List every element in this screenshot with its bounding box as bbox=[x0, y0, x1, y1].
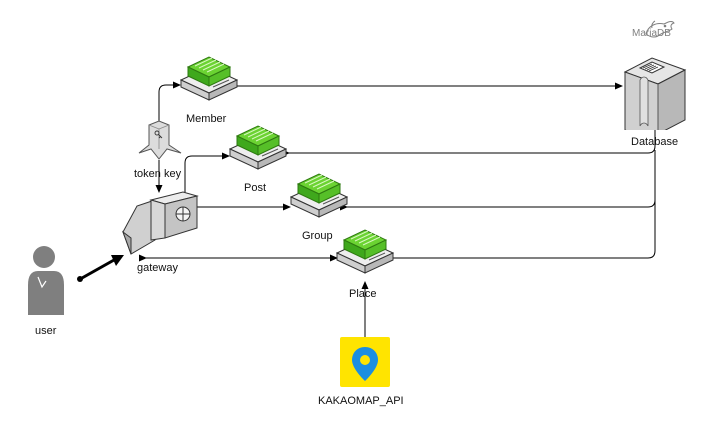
key-icon bbox=[138, 120, 182, 160]
user-gateway-connector bbox=[77, 255, 124, 282]
kakaomap-api-label: KAKAOMAP_API bbox=[318, 395, 404, 407]
token-key-node[interactable] bbox=[137, 119, 183, 168]
map-pin-icon bbox=[340, 337, 390, 387]
kakaomap-api-node[interactable] bbox=[340, 337, 390, 392]
member-label: Member bbox=[186, 113, 227, 125]
place-label: Place bbox=[349, 288, 377, 300]
user-node[interactable] bbox=[26, 245, 66, 320]
gateway-icon bbox=[121, 191, 199, 255]
post-label: Post bbox=[244, 182, 267, 194]
server-icon bbox=[335, 229, 395, 274]
token-key-label: token key bbox=[134, 168, 182, 180]
post-node[interactable] bbox=[228, 122, 288, 175]
server-icon bbox=[289, 173, 349, 218]
post-database-connector bbox=[282, 126, 656, 157]
group-label: Group bbox=[302, 230, 333, 242]
gateway-node[interactable] bbox=[121, 190, 201, 261]
place-node[interactable] bbox=[335, 226, 395, 279]
user-icon bbox=[28, 246, 64, 315]
member-node[interactable] bbox=[179, 53, 239, 106]
user-label: user bbox=[35, 325, 57, 337]
server-icon bbox=[228, 125, 288, 170]
server-icon bbox=[179, 56, 239, 101]
gateway-post-connector bbox=[181, 152, 230, 201]
mariadb-brand-label: MariaDB bbox=[632, 28, 671, 39]
group-database-connector bbox=[340, 150, 656, 211]
place-database-connector bbox=[384, 200, 656, 262]
gateway-label: gateway bbox=[137, 262, 178, 274]
mariadb-logo bbox=[645, 20, 675, 38]
token-member-connector bbox=[158, 81, 181, 123]
group-node[interactable] bbox=[289, 170, 349, 223]
database-label: Database bbox=[631, 136, 679, 148]
